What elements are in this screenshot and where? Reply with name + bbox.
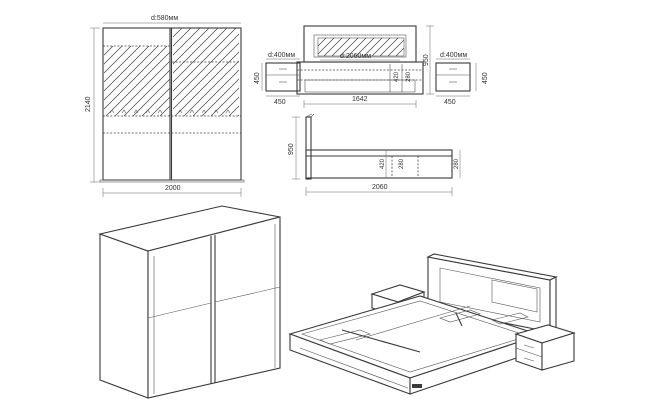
mirror-hatch-line: [403, 55, 404, 56]
mirror-hatch-line: [173, 28, 237, 92]
mirror-hatch-line: [318, 38, 319, 39]
mirror-hatch-line: [104, 46, 123, 65]
mirror-hatch-line: [331, 38, 351, 56]
nightstand-right-depth-label: d:400мм: [440, 52, 467, 59]
mirror-hatch-line: [173, 28, 210, 65]
bed-inner-label-1: 420: [394, 71, 400, 82]
hanger-mark: [213, 109, 219, 114]
mirror-hatch-line: [339, 38, 359, 56]
bed-inner-label-2: 280: [406, 71, 412, 82]
nightstand-right-elevation: [435, 58, 477, 97]
mirror-hatch-line: [355, 38, 375, 56]
mirror-hatch-line: [104, 46, 141, 83]
nightstand-left-elevation: [261, 58, 301, 97]
mirror-hatch-line: [347, 38, 367, 56]
mirror-hatch-line: [104, 46, 132, 74]
mirror-hatch-line: [387, 39, 404, 56]
mirror-hatch-line: [412, 38, 430, 56]
mirror-hatch-line: [201, 78, 239, 116]
hanger-mark: [177, 109, 183, 114]
bed-width-label: 1642: [352, 96, 368, 103]
mirror-hatch-line: [192, 69, 239, 116]
mirror-hatch-line: [219, 96, 239, 116]
mirror-hatch-line: [183, 60, 239, 116]
mirror-hatch-line: [173, 28, 228, 83]
wardrobe-isometric: [98, 205, 281, 399]
bed-side-elevation: [292, 113, 461, 196]
hanger-mark: [201, 109, 207, 114]
mirror-hatch-line: [173, 28, 174, 29]
hanger-mark: [225, 109, 231, 114]
mirror-hatch-line: [318, 38, 327, 47]
wardrobe-depth-label: d:580мм: [151, 15, 178, 22]
nightstand-left-width-label: 450: [274, 99, 286, 106]
mirror-hatch-line: [323, 38, 343, 56]
hanger-mark: [157, 109, 163, 114]
mirror-hatch-line: [141, 87, 170, 116]
nightstand-right-height-label: 450: [482, 72, 489, 84]
bed-depth-label: d:2060мм: [340, 53, 371, 60]
bed-height-label: 950: [423, 54, 430, 66]
mirror-hatch-line: [104, 46, 168, 110]
mirror-hatch-line: [395, 47, 404, 56]
mirror-hatch-line: [173, 42, 239, 110]
mirror-hatch-line: [363, 38, 383, 56]
mirror-hatch-line: [173, 28, 201, 56]
bed-side-inner-label-3: 280: [454, 158, 460, 169]
wardrobe-width-label: 2000: [165, 185, 181, 192]
mirror-hatch-line: [114, 60, 170, 116]
hanger-mark: [133, 109, 139, 114]
mirror-hatch-line: [178, 46, 248, 116]
mirror-hatch-line: [168, 114, 170, 116]
bed-side-inner-label-2: 280: [399, 158, 405, 169]
mirror-hatch-line: [205, 46, 275, 116]
mirror-hatch-line: [173, 28, 192, 47]
wardrobe-elevation: [90, 22, 335, 197]
bed-front-elevation: [296, 25, 438, 108]
mirror-hatch-line: [174, 51, 239, 116]
mirror-hatch-line: [104, 46, 150, 92]
hanger-mark: [189, 109, 195, 114]
mirror-hatch-line: [173, 33, 239, 101]
mirror-hatch-line: [379, 38, 399, 56]
hanger-mark: [145, 109, 151, 114]
mirror-hatch-line: [132, 78, 170, 116]
hanger-mark: [121, 109, 127, 114]
mirror-hatch-line: [318, 38, 335, 55]
mirror-hatch-line: [210, 87, 239, 116]
mirror-hatch-line: [173, 28, 183, 38]
mirror-hatch-line: [173, 28, 219, 74]
mirror-hatch-line: [123, 69, 170, 116]
mirror-hatch-line: [371, 38, 391, 56]
mirror-hatch-line: [104, 46, 105, 47]
nightstand-right-width-label: 450: [444, 99, 456, 106]
nightstand-left-depth-label: d:400мм: [268, 52, 295, 59]
mirror-hatch-line: [104, 46, 159, 101]
bed-isometric: [288, 253, 576, 395]
wardrobe-height-label: 2140: [85, 96, 92, 112]
mirror-hatch-line: [187, 46, 257, 116]
mirror-hatch-line: [247, 28, 335, 116]
bed-side-length-label: 2060: [372, 184, 388, 191]
mirror-hatch-line: [150, 96, 170, 116]
mirror-hatch-line: [105, 51, 170, 116]
nightstand-left-height-label: 450: [254, 72, 261, 84]
hanger-mark: [109, 109, 115, 114]
bed-side-height-label: 950: [288, 143, 295, 155]
bed-side-inner-label-1: 420: [380, 158, 386, 169]
mirror-hatch-line: [420, 38, 438, 56]
